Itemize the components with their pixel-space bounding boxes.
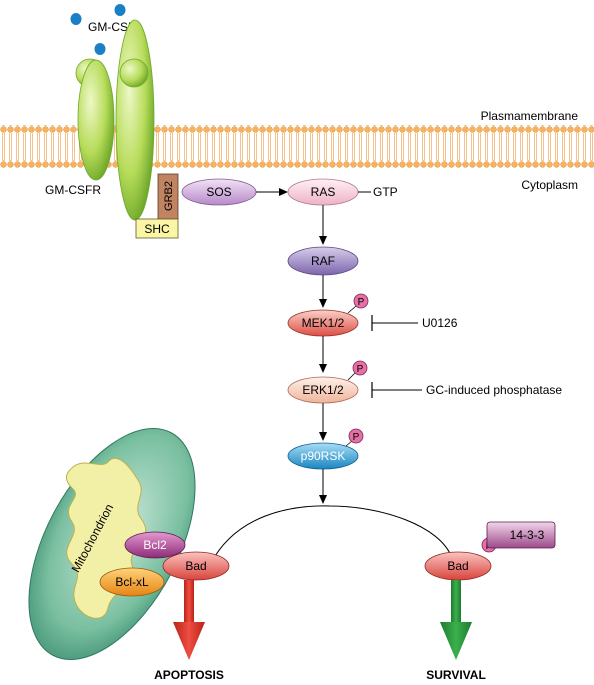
sos-node: SOS — [181, 178, 257, 206]
bclxl-node: Bcl-xL — [99, 567, 165, 597]
grb2-label: GRB2 — [163, 181, 175, 211]
p90rsk-phospho-label: P — [353, 432, 360, 443]
mek-phospho-stem — [347, 305, 357, 314]
gc-phosphatase-label: GC-induced phosphatase — [426, 383, 562, 397]
gc-phosphatase-inhibition — [371, 382, 422, 398]
bcl2-node: Bcl2 — [124, 531, 186, 559]
erk-label: ERK1/2 — [302, 383, 344, 397]
protein-14-3-3-label: 14-3-3 — [510, 528, 545, 542]
u0126-label: U0126 — [422, 316, 458, 330]
bad-right-label: Bad — [447, 559, 468, 573]
u0126-inhibition — [371, 315, 418, 331]
erk-phospho-badge: P — [352, 360, 368, 376]
survival-arrow — [440, 580, 472, 660]
ras-node: RAS — [287, 178, 359, 206]
p90rsk-phospho-stem — [345, 440, 353, 447]
erk-phospho-stem — [347, 372, 356, 381]
bad-right-node: Bad — [424, 551, 492, 581]
shc-box: SHC — [135, 218, 179, 239]
bad-left-label: Bad — [185, 559, 206, 573]
grb2-box: GRB2 — [157, 173, 179, 220]
p90rsk-label: p90RSK — [301, 449, 346, 463]
mek-node: MEK1/2 — [287, 309, 359, 337]
gtp-label: GTP — [373, 185, 398, 199]
raf-node: RAF — [287, 246, 359, 276]
sos-label: SOS — [206, 185, 231, 199]
gm-csfr-label: GM-CSFR — [45, 183, 101, 197]
shc-label: SHC — [144, 222, 170, 236]
p90rsk-node: p90RSK — [287, 442, 359, 470]
ras-label: RAS — [311, 185, 336, 199]
p90rsk-phospho-badge: P — [348, 428, 364, 444]
bad-left-node: Bad — [162, 551, 230, 581]
mek-label: MEK1/2 — [302, 316, 345, 330]
bcl2-label: Bcl2 — [143, 538, 167, 552]
gm-csf-label: GM-CSF — [88, 20, 135, 34]
plasmamembrane-label: Plasmamembrane — [481, 109, 579, 123]
protein-14-3-3-box: 14-3-3 — [486, 521, 556, 549]
apoptosis-label: APOPTOSIS — [154, 668, 224, 682]
erk-node: ERK1/2 — [287, 376, 359, 404]
raf-label: RAF — [311, 254, 335, 268]
apoptosis-arrow — [173, 580, 205, 660]
cytoplasm-label: Cytoplasm — [521, 178, 578, 192]
bclxl-label: Bcl-xL — [115, 575, 149, 589]
survival-label: SURVIVAL — [426, 668, 486, 682]
gm-csf-receptor — [75, 19, 155, 221]
mek-phospho-label: P — [358, 297, 365, 308]
erk-phospho-label: P — [357, 364, 364, 375]
branch-arc — [209, 505, 453, 566]
mek-phospho-badge: P — [353, 293, 369, 309]
